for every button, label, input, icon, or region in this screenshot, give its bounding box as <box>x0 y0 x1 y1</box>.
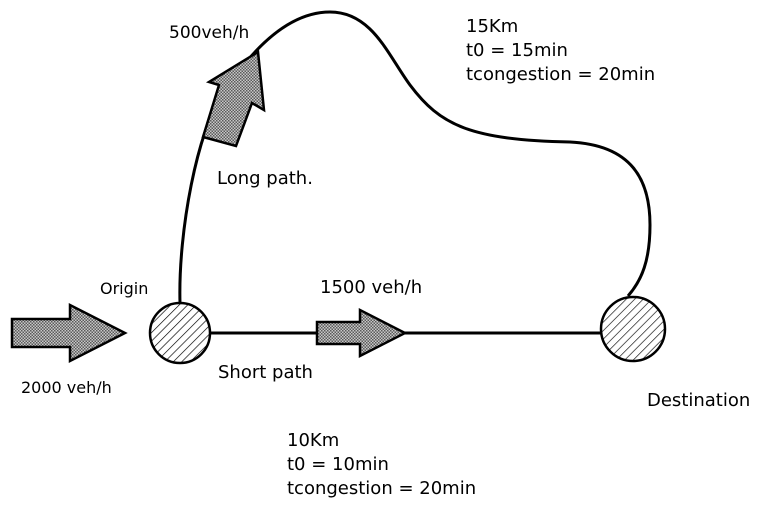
long-path-congestion-time: tcongestion = 20min <box>466 64 656 85</box>
short-path-flow-label: 1500 veh/h <box>320 277 423 298</box>
long-path-attributes: 15Km t0 = 15min tcongestion = 20min <box>466 15 655 87</box>
long-path-free-flow-time: t0 = 15min <box>466 40 568 61</box>
long-path-flow-label: 500veh/h <box>169 23 250 43</box>
long-path-name-label: Long path. <box>217 168 313 189</box>
short-path-flow-arrow <box>315 307 408 359</box>
short-path-congestion-time: tcongestion = 20min <box>287 478 477 499</box>
short-path-name-label: Short path <box>218 362 313 383</box>
short-path-free-flow-time: t0 = 10min <box>287 454 389 475</box>
destination-label: Destination <box>647 390 751 411</box>
origin-node <box>148 301 212 365</box>
origin-label: Origin <box>100 279 149 298</box>
destination-node <box>599 295 667 363</box>
short-path-attributes: 10Km t0 = 10min tcongestion = 20min <box>287 429 476 501</box>
short-path-length: 10Km <box>287 430 340 451</box>
long-path-flow-arrow <box>201 49 266 148</box>
demand-arrow <box>10 302 128 364</box>
long-path-length: 15Km <box>466 16 519 37</box>
demand-label: 2000 veh/h <box>21 378 112 397</box>
